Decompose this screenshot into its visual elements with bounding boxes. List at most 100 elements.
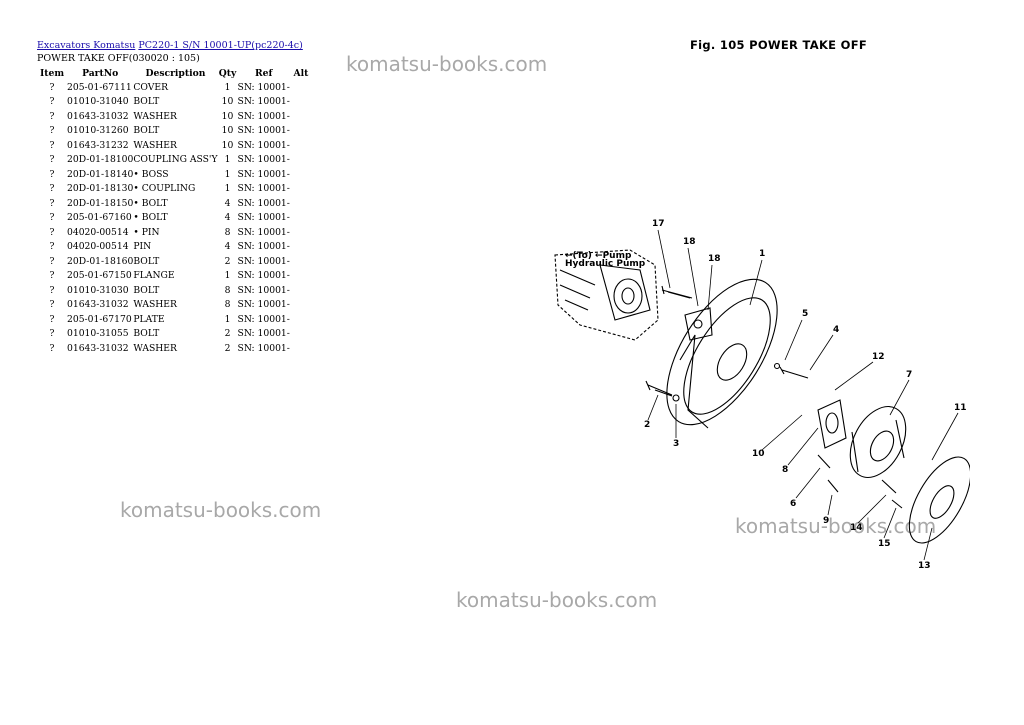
cell-alt [290,153,312,168]
cell-partno: 205-01-67111 [67,81,132,93]
cell-alt [290,211,312,226]
cell-alt [290,80,312,95]
watermark: komatsu-books.com [456,588,658,612]
cell-partno: 01643-31032 [67,110,129,122]
callout-label: 14 [850,523,863,533]
cell-qty: 10 [221,125,234,137]
cell-ref: SN: 10001- [237,197,290,209]
cell-item: ? [49,284,55,296]
cell-qty: 1 [224,270,231,282]
coupling-drawing [849,406,907,478]
cell-partno: 04020-00514 [67,226,129,238]
cell-description: PLATE [133,313,165,325]
cell-alt [290,254,312,269]
figure-title: Fig. 105 POWER TAKE OFF [690,38,868,52]
cell-item: ? [49,270,55,282]
cell-ref: SN: 10001- [237,110,290,122]
cell-qty: 4 [224,212,231,224]
cell-ref: SN: 10001- [237,139,290,151]
cell-item: ? [49,328,55,340]
cell-alt [290,109,312,124]
cell-description: COVER [133,81,169,93]
cell-item: ? [49,226,55,238]
header-ref: Ref [254,67,273,79]
watermark: komatsu-books.com [120,498,322,522]
header-partno: PartNo [82,67,119,79]
cell-partno: 01010-31040 [67,96,129,108]
cell-description: • COUPLING [133,183,196,195]
callout-label: 13 [918,561,931,571]
pump-label: Hydraulic Pump [565,259,646,269]
cell-item: ? [49,125,55,137]
cell-qty: 1 [224,168,231,180]
cell-partno: 20D-01-18100 [67,154,134,166]
bolt-drawing [817,454,903,509]
callout-label: 1 [759,249,765,259]
cell-qty: 10 [221,110,234,122]
cell-partno: 205-01-67170 [67,313,132,325]
cell-qty: 2 [224,255,231,267]
header-item: Item [39,67,65,79]
flange-drawing [908,456,970,544]
cell-ref: SN: 10001- [237,255,290,267]
cell-description: WASHER [133,299,177,311]
cell-alt [290,240,312,255]
cell-item: ? [49,139,55,151]
hydraulic-pump-drawing [554,249,659,341]
cell-item: ? [49,183,55,195]
cell-qty: 4 [224,197,231,209]
callout-label: 9 [823,516,829,526]
cell-item: ? [49,96,55,108]
callout-label: 18 [683,237,696,247]
cell-partno: 01643-31032 [67,342,129,354]
cell-ref: SN: 10001- [237,125,290,137]
cell-description: FLANGE [133,270,175,282]
watermark: komatsu-books.com [735,514,937,538]
cell-qty: 1 [224,154,231,166]
cell-alt [290,298,312,313]
cell-partno: 205-01-67160 [67,212,132,224]
cell-alt [290,167,312,182]
cell-partno: 01643-31032 [67,299,129,311]
cell-item: ? [49,342,55,354]
cell-qty: 10 [221,139,234,151]
cell-qty: 2 [224,342,231,354]
callout-label: 6 [790,499,796,509]
breadcrumb-link-category[interactable]: Excavators Komatsu [37,40,136,51]
cell-description: • PIN [133,226,160,238]
cell-item: ? [49,197,55,209]
cell-ref: SN: 10001- [237,226,290,238]
bolt-drawing [779,366,809,379]
cell-partno: 01010-31055 [67,328,129,340]
cell-item: ? [49,154,55,166]
table-row: ? 04020-00514 • PIN 8 SN: 10001- [37,225,312,240]
cell-qty: 8 [224,226,231,238]
cell-alt [290,341,312,356]
cell-alt [290,182,312,197]
header-description: Description [145,67,206,79]
cell-alt [290,196,312,211]
cell-description: BOLT [133,125,160,137]
callout-label: 12 [872,352,885,362]
bolt-drawing [645,380,673,397]
cell-item: ? [49,168,55,180]
cell-qty: 2 [224,328,231,340]
cell-item: ? [49,299,55,311]
cell-ref: SN: 10001- [237,183,290,195]
bolt-drawing [661,285,693,299]
cell-alt [290,225,312,240]
cell-ref: SN: 10001- [237,96,290,108]
breadcrumb-link-model[interactable]: PC220-1 S/N 10001-UP(pc220-4c) [138,40,303,51]
